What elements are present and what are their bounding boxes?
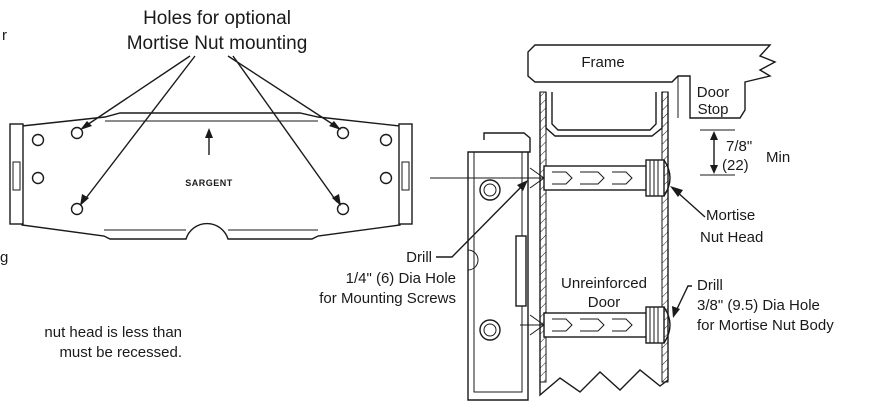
mortise-nut-hole [336,202,350,216]
mortise-head-arrowhead [670,186,683,197]
drill2-label: Drill [697,277,723,294]
door-label-line1: Unreinforced [561,275,647,292]
drill2-arrowhead [672,306,680,318]
stop-channel [545,92,663,137]
stop-channel-inner [551,92,657,131]
callout-leaders [80,55,341,206]
mortise-nut-hole [336,126,350,140]
left-flange-tab [12,161,21,191]
door-body [539,92,669,397]
upper-mortise-nut [529,159,671,197]
min-distance-dimension: 7/8" (22) Min [700,129,790,176]
door-skin-left [539,91,547,383]
bracket-hole [479,179,501,201]
hinge-knuckle [515,235,527,307]
drill1-purpose: for Mounting Screws [319,290,456,307]
note-line2: must be recessed. [59,344,182,361]
drill1-size: 1/4" (6) Dia Hole [346,270,456,287]
note-line1: nut head is less than [44,324,182,341]
lower-mortise-nut [529,306,671,344]
door-stop-label-line1: Door [697,84,730,101]
drill1-label: Drill [406,249,432,266]
section-view: Frame Door Stop [319,44,834,401]
door-label-line2: Door [588,294,621,311]
callout-title-line2: Mortise Nut mounting [127,33,308,54]
mortise-head-label-line1: Mortise [706,207,755,224]
hinge-bracket [467,132,531,401]
mortise-head-leader [675,190,706,218]
drill2-size: 3/8" (9.5) Dia Hole [697,297,820,314]
plate-hole [31,171,45,185]
bracket-hole [479,319,501,341]
bracket-hole-inner [483,183,497,197]
door-stop-label-line2: Stop [698,101,729,118]
plate-holes [31,126,393,216]
drill1-arrowhead [517,180,528,191]
plate-hole [379,171,393,185]
bracket-notch [467,249,479,271]
callout-title-line1: Holes for optional [143,8,291,29]
drill2-leader [675,285,692,312]
right-flange [398,123,413,225]
drill1-leader [436,183,525,258]
plate-logo-text: SARGENT [185,178,233,188]
mortise-nut-hole [70,126,84,140]
frame-label: Frame [581,54,624,71]
right-flange-tab [401,161,410,191]
orientation-arrow-head [205,128,213,138]
plate-hole [379,133,393,147]
mortise-nut-hole [70,202,84,216]
cropped-text-fragment-top: r [2,27,7,44]
door-skin-right [661,91,669,383]
bracket-hole-inner [483,323,497,337]
dimension-inches: 7/8" [726,138,752,155]
mortise-head-label-line2: Nut Head [700,229,763,246]
cropped-text-fragment-mid: g [0,249,8,266]
plate-hole [31,133,45,147]
dimension-mm: (22) [722,157,749,174]
plate-view: Holes for optional Mortise Nut mounting … [0,8,413,361]
frame-outline [527,44,777,119]
left-flange [9,123,24,225]
dimension-min: Min [766,149,790,166]
drill2-purpose: for Mortise Nut Body [697,317,834,334]
